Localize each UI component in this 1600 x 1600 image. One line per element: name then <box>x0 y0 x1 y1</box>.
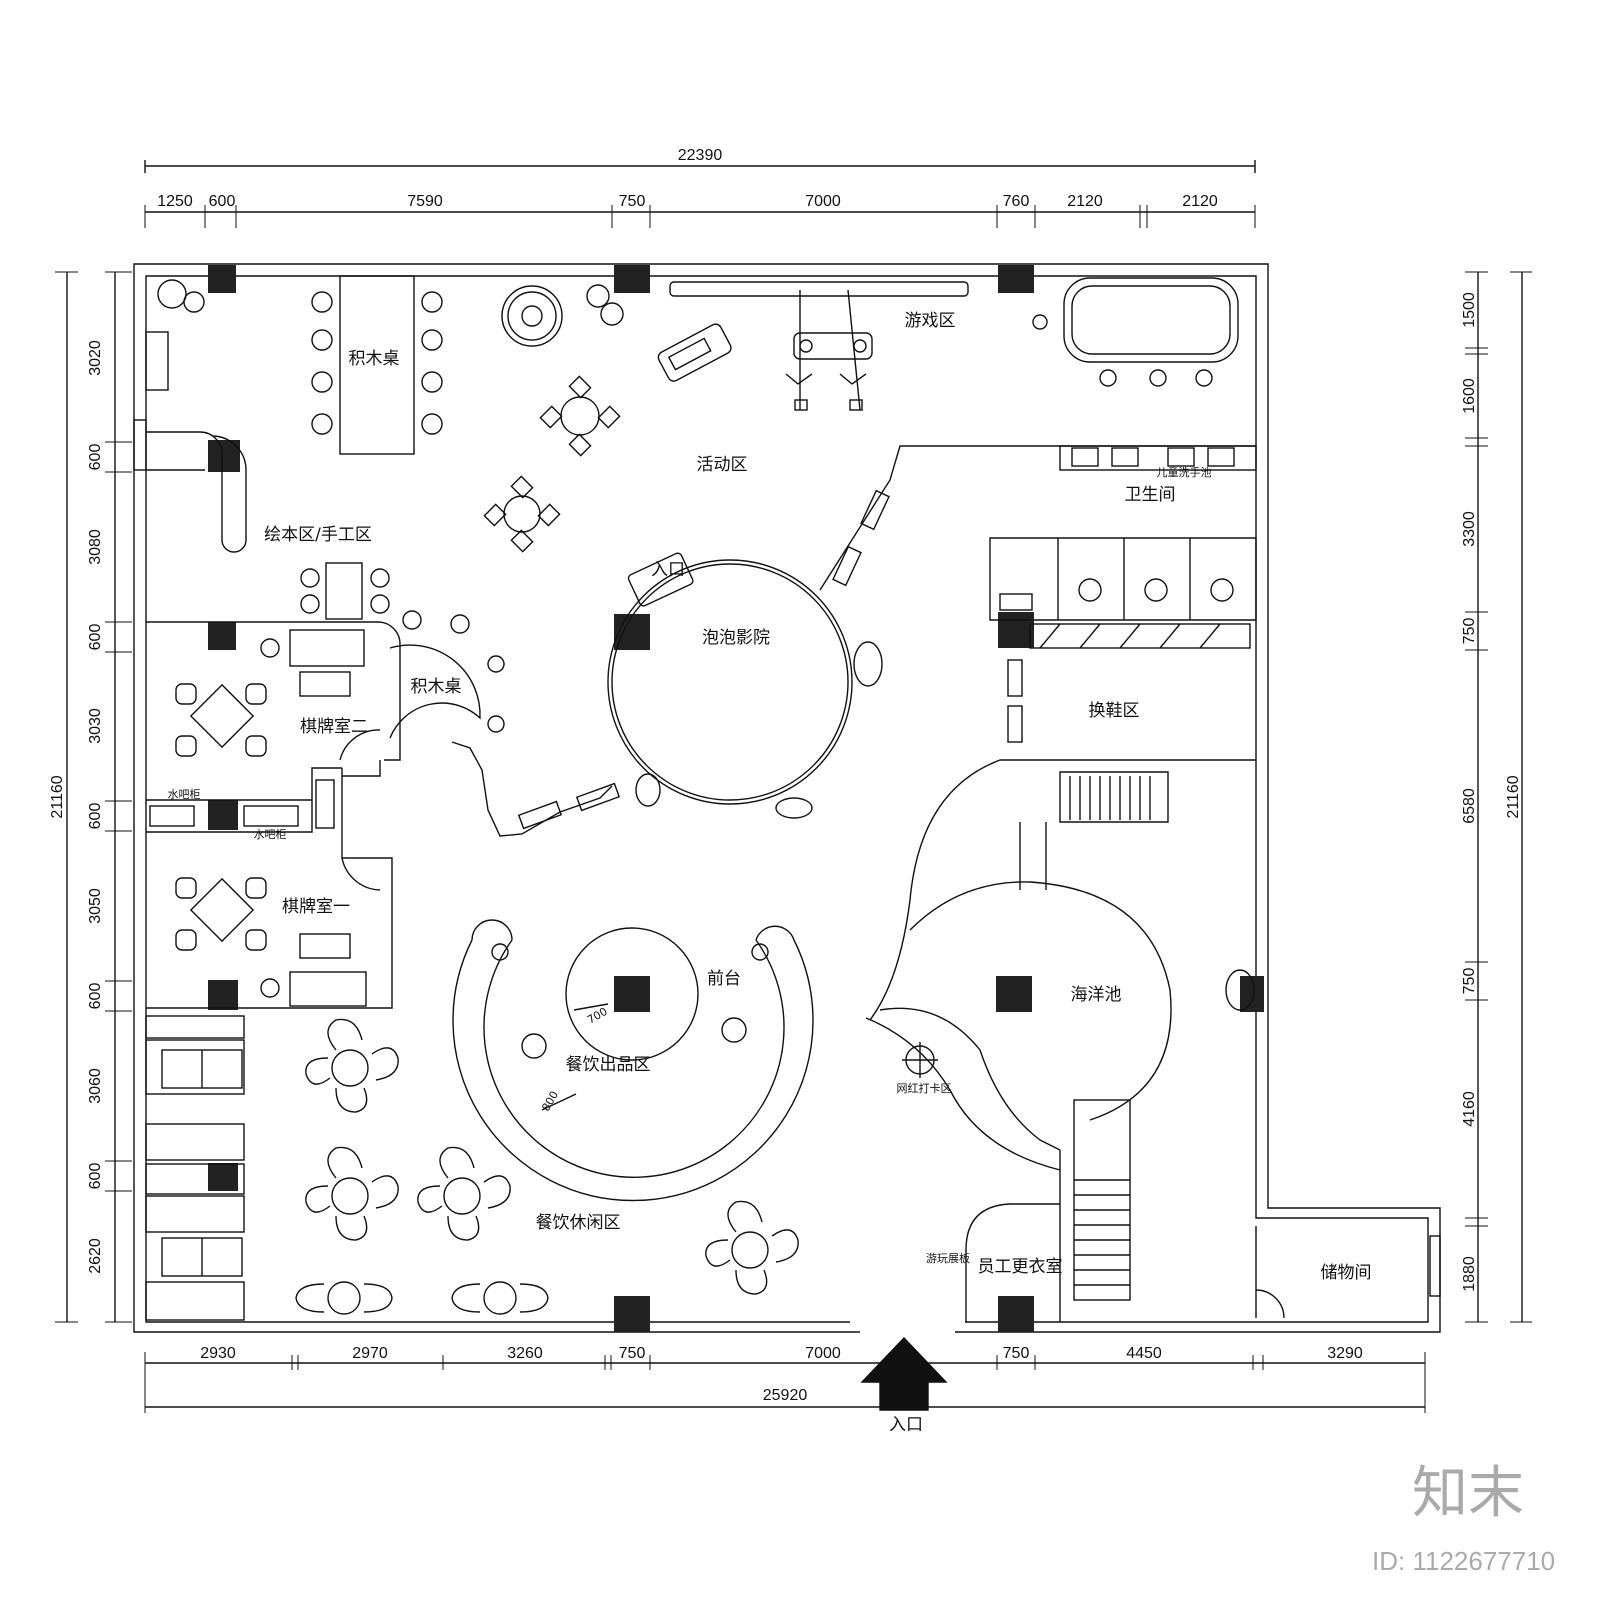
dim-left-seg: 600 <box>87 803 104 830</box>
blocks-table-mid <box>389 610 505 739</box>
dim-right <box>1465 271 1532 1323</box>
dim-right-total: 21160 <box>1505 775 1522 818</box>
label-storage: 储物间 <box>1321 1263 1372 1283</box>
dim-bottom-seg: 750 <box>1003 1345 1030 1362</box>
label-game-area: 游戏区 <box>905 311 956 331</box>
dim-left-seg: 2620 <box>87 1238 104 1274</box>
dim-bottom-seg: 4450 <box>1126 1345 1162 1362</box>
play-equipment-top <box>501 277 1239 411</box>
bubble-cinema <box>451 552 883 837</box>
toilet-area <box>819 445 1257 743</box>
dim-top-seg: 2120 <box>1182 193 1218 210</box>
dim-left-seg: 3050 <box>87 888 104 924</box>
dim-bottom-seg: 750 <box>619 1345 646 1362</box>
dim-left-total: 21160 <box>49 775 66 818</box>
label-ocean-pool: 海洋池 <box>1071 985 1122 1005</box>
label-dining-lounge: 餐饮休闲区 <box>536 1213 621 1233</box>
dim-right-seg: 1880 <box>1461 1256 1478 1292</box>
dim-left-seg: 600 <box>87 1163 104 1190</box>
dim-top <box>144 160 1256 228</box>
label-food-output: 餐饮出品区 <box>566 1055 651 1075</box>
dim-bottom-seg: 7000 <box>805 1345 841 1362</box>
label-front-desk: 前台 <box>707 969 741 989</box>
activity-tables <box>483 375 621 553</box>
dim-right-seg: 1600 <box>1461 378 1478 414</box>
label-activity-area: 活动区 <box>697 455 748 475</box>
dim-bottom-seg: 2970 <box>352 1345 388 1362</box>
dim-left-seg: 3060 <box>87 1068 104 1104</box>
lounge-tables <box>295 1018 799 1315</box>
dim-right-seg: 1500 <box>1461 292 1478 328</box>
dim-bottom-seg: 3260 <box>507 1345 543 1362</box>
dim-right-seg: 750 <box>1461 968 1478 995</box>
dim-right-seg: 4160 <box>1461 1091 1478 1127</box>
dim-top-seg: 2120 <box>1067 193 1103 210</box>
front-desk <box>452 919 814 1202</box>
dim-left-seg: 3020 <box>87 340 104 376</box>
label-toilet: 卫生间 <box>1125 485 1176 505</box>
dim-top-seg: 7590 <box>407 193 443 210</box>
dim-left-seg: 600 <box>87 624 104 651</box>
dim-left-seg: 3080 <box>87 529 104 565</box>
label-water-bar-1: 水吧柜 <box>168 788 201 801</box>
watermark-logo: 知末 <box>1412 1461 1524 1526</box>
label-display-board: 游玩展板 <box>926 1251 970 1265</box>
label-entrance-main: 入口 <box>889 1415 923 1435</box>
radius-800: 800 <box>539 1089 561 1114</box>
label-picture-book: 绘本区/手工区 <box>264 525 372 545</box>
storage-room <box>1255 1226 1441 1319</box>
outer-walls <box>133 263 1441 1333</box>
dim-right-seg: 6580 <box>1461 788 1478 824</box>
dim-top-seg: 760 <box>1003 193 1030 210</box>
label-water-bar-2: 水吧柜 <box>254 828 287 841</box>
dim-left-seg: 600 <box>87 983 104 1010</box>
columns <box>208 265 1264 1332</box>
label-chess-room-1: 棋牌室一 <box>282 897 350 917</box>
dim-right-seg: 3300 <box>1461 511 1478 547</box>
picture-book-area <box>145 279 247 553</box>
room-labels: 积木桌 游戏区 活动区 儿童洗手池 卫生间 绘本区/手工区 入口 泡泡影院 积木… <box>168 311 1372 1435</box>
dim-top-total: 22390 <box>678 147 723 164</box>
ocean-pool <box>865 759 1256 1322</box>
dimension-labels: 22390 1250 600 7590 750 7000 760 2120 21… <box>49 147 1522 1404</box>
dim-left-seg: 600 <box>87 444 104 471</box>
label-chess-room-2: 棋牌室二 <box>300 717 368 737</box>
dim-bottom-seg: 3290 <box>1327 1345 1363 1362</box>
label-blocks-table-top: 积木桌 <box>349 349 400 369</box>
blocks-table-top <box>300 275 443 620</box>
dim-bottom-seg: 2930 <box>200 1345 236 1362</box>
dim-left <box>55 271 132 1323</box>
chess-rooms <box>146 621 401 1009</box>
label-photo-spot: 网红打卡区 <box>897 1081 952 1095</box>
dim-top-seg: 1250 <box>157 193 193 210</box>
label-shoe-change: 换鞋区 <box>1089 701 1140 721</box>
entrance-arrow <box>860 1336 948 1411</box>
dim-top-seg: 7000 <box>805 193 841 210</box>
label-entrance-inner: 入口 <box>651 560 685 580</box>
dim-top-seg: 600 <box>209 193 236 210</box>
watermark-id: ID: 1122677710 <box>1372 1546 1555 1576</box>
dim-left-seg: 3030 <box>87 708 104 744</box>
label-kids-sink: 儿童洗手池 <box>1157 465 1212 479</box>
label-bubble-cinema: 泡泡影院 <box>702 628 770 648</box>
dim-right-seg: 750 <box>1461 618 1478 645</box>
watermark: 知末 ID: 1122677710 <box>1372 1461 1555 1576</box>
label-blocks-table-mid: 积木桌 <box>411 677 462 697</box>
dining-booths <box>145 1015 245 1321</box>
dim-bottom <box>144 1352 1426 1413</box>
dim-bottom-total: 25920 <box>763 1387 808 1404</box>
dim-top-seg: 750 <box>619 193 646 210</box>
label-staff-locker: 员工更衣室 <box>978 1257 1063 1277</box>
